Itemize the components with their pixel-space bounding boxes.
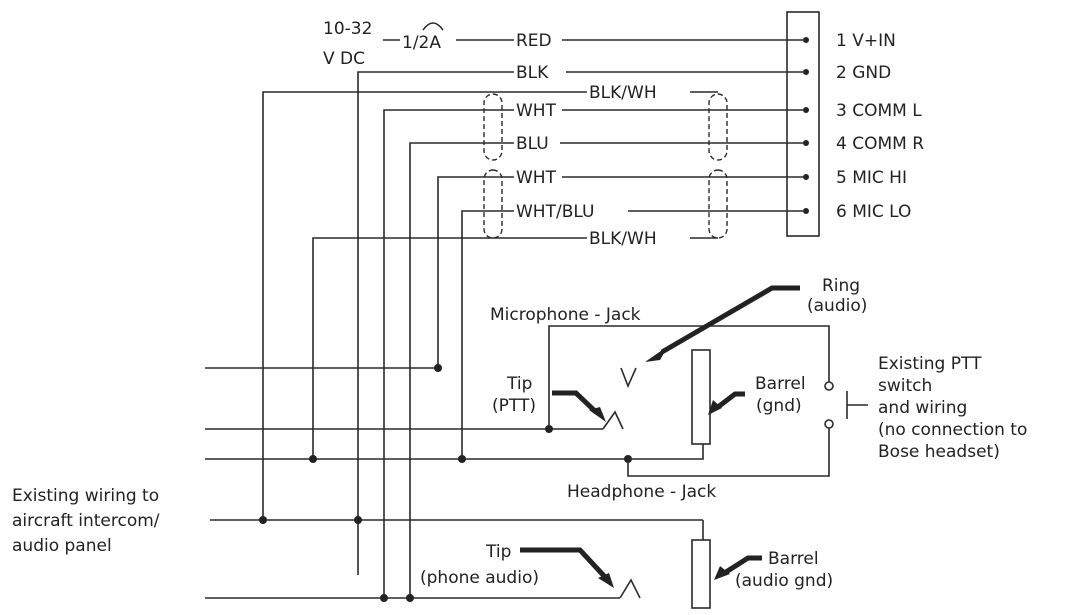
wire-blk-wh-top-left [262, 91, 587, 520]
shield-mic-left [483, 169, 503, 239]
ptt-switch-contact-top [824, 381, 834, 391]
label-tip-ptt: Tip [506, 374, 532, 394]
wire-blu-left [409, 142, 514, 598]
pin-label-6: 6 MIC LO [836, 202, 911, 222]
label-existing-ptt-3: and wiring [878, 398, 967, 418]
phone-barrel [691, 539, 711, 609]
shield-mic-right [708, 169, 728, 239]
label-ring: Ring [822, 276, 860, 296]
wire-label-blk: BLK [516, 63, 549, 83]
label-barrel-gnd-sub: (gnd) [756, 396, 802, 416]
mic-ring-contact [620, 367, 637, 389]
arrow-ring [645, 285, 800, 362]
arrow-barrel-gnd [708, 391, 745, 415]
label-existing-ptt-4: (no connection to [878, 420, 1027, 440]
pin-label-3: 3 COMM L [836, 101, 922, 121]
wire-label-red: RED [516, 31, 552, 51]
arrow-barrel-audio [714, 555, 762, 580]
arrow-tip-phone [520, 547, 614, 588]
wire-blk-left [357, 71, 514, 575]
label-existing-ptt-2: switch [878, 376, 932, 396]
wire-blk-wh-bottom-left [312, 237, 587, 459]
fuse-icon [422, 22, 444, 31]
label-microphone-jack: Microphone - Jack [490, 305, 641, 325]
ptt-switch-contact-bottom [824, 419, 834, 429]
shield-comm-left [483, 93, 503, 161]
mic-barrel [691, 349, 711, 445]
wire-label-blk-wh-top: BLK/WH [589, 83, 657, 103]
connector-block [786, 11, 820, 237]
wire-wht-comm-left [383, 109, 514, 598]
junction-dots [259, 364, 632, 602]
wire-label-wht-blu: WHT/BLU [516, 202, 594, 222]
microphone-jack-bracket [548, 325, 830, 429]
pin-label-2: 2 GND [836, 63, 891, 83]
label-existing-wiring-3: audio panel [12, 536, 112, 556]
label-tip-phone: Tip [485, 542, 511, 562]
label-barrel-audio: Barrel [768, 549, 819, 569]
headphone-jack-bracket [627, 428, 830, 477]
arrow-tip-ptt [552, 390, 606, 422]
wire-label-blk-wh-bottom: BLK/WH [589, 229, 657, 249]
label-existing-ptt-1: Existing PTT [878, 354, 982, 374]
label-existing-wiring-1: Existing wiring to [12, 486, 159, 506]
shield-comm-right [708, 93, 728, 161]
fuse-label: 1/2A [402, 33, 441, 53]
label-ring-sub: (audio) [807, 296, 867, 316]
label-existing-wiring-2: aircraft intercom/ [12, 511, 160, 531]
wire-label-wht-mic: WHT [516, 168, 557, 188]
label-tip-ptt-sub: (PTT) [492, 396, 536, 416]
pin-label-5: 5 MIC HI [836, 168, 907, 188]
wire-label-blu: BLU [516, 134, 549, 154]
label-tip-phone-sub: (phone audio) [420, 568, 539, 588]
wire-label-wht-comm: WHT [516, 101, 557, 121]
power-voltage-line2: V DC [323, 49, 365, 69]
label-barrel-audio-sub: (audio gnd) [735, 571, 833, 591]
label-barrel-gnd: Barrel [755, 374, 806, 394]
wire-wht-blu-left [461, 210, 514, 459]
pin-label-1: 1 V+IN [836, 31, 896, 51]
label-headphone-jack: Headphone - Jack [567, 482, 716, 502]
power-voltage-line1: 10-32 [323, 19, 372, 39]
phone-tip-contact [619, 578, 641, 599]
mic-tip-contact [602, 410, 624, 430]
label-existing-ptt-5: Bose headset) [878, 442, 1000, 462]
pin-label-4: 4 COMM R [836, 134, 924, 154]
mic-barrel-lead [628, 444, 704, 460]
wire-wht-mic-left [437, 176, 514, 368]
